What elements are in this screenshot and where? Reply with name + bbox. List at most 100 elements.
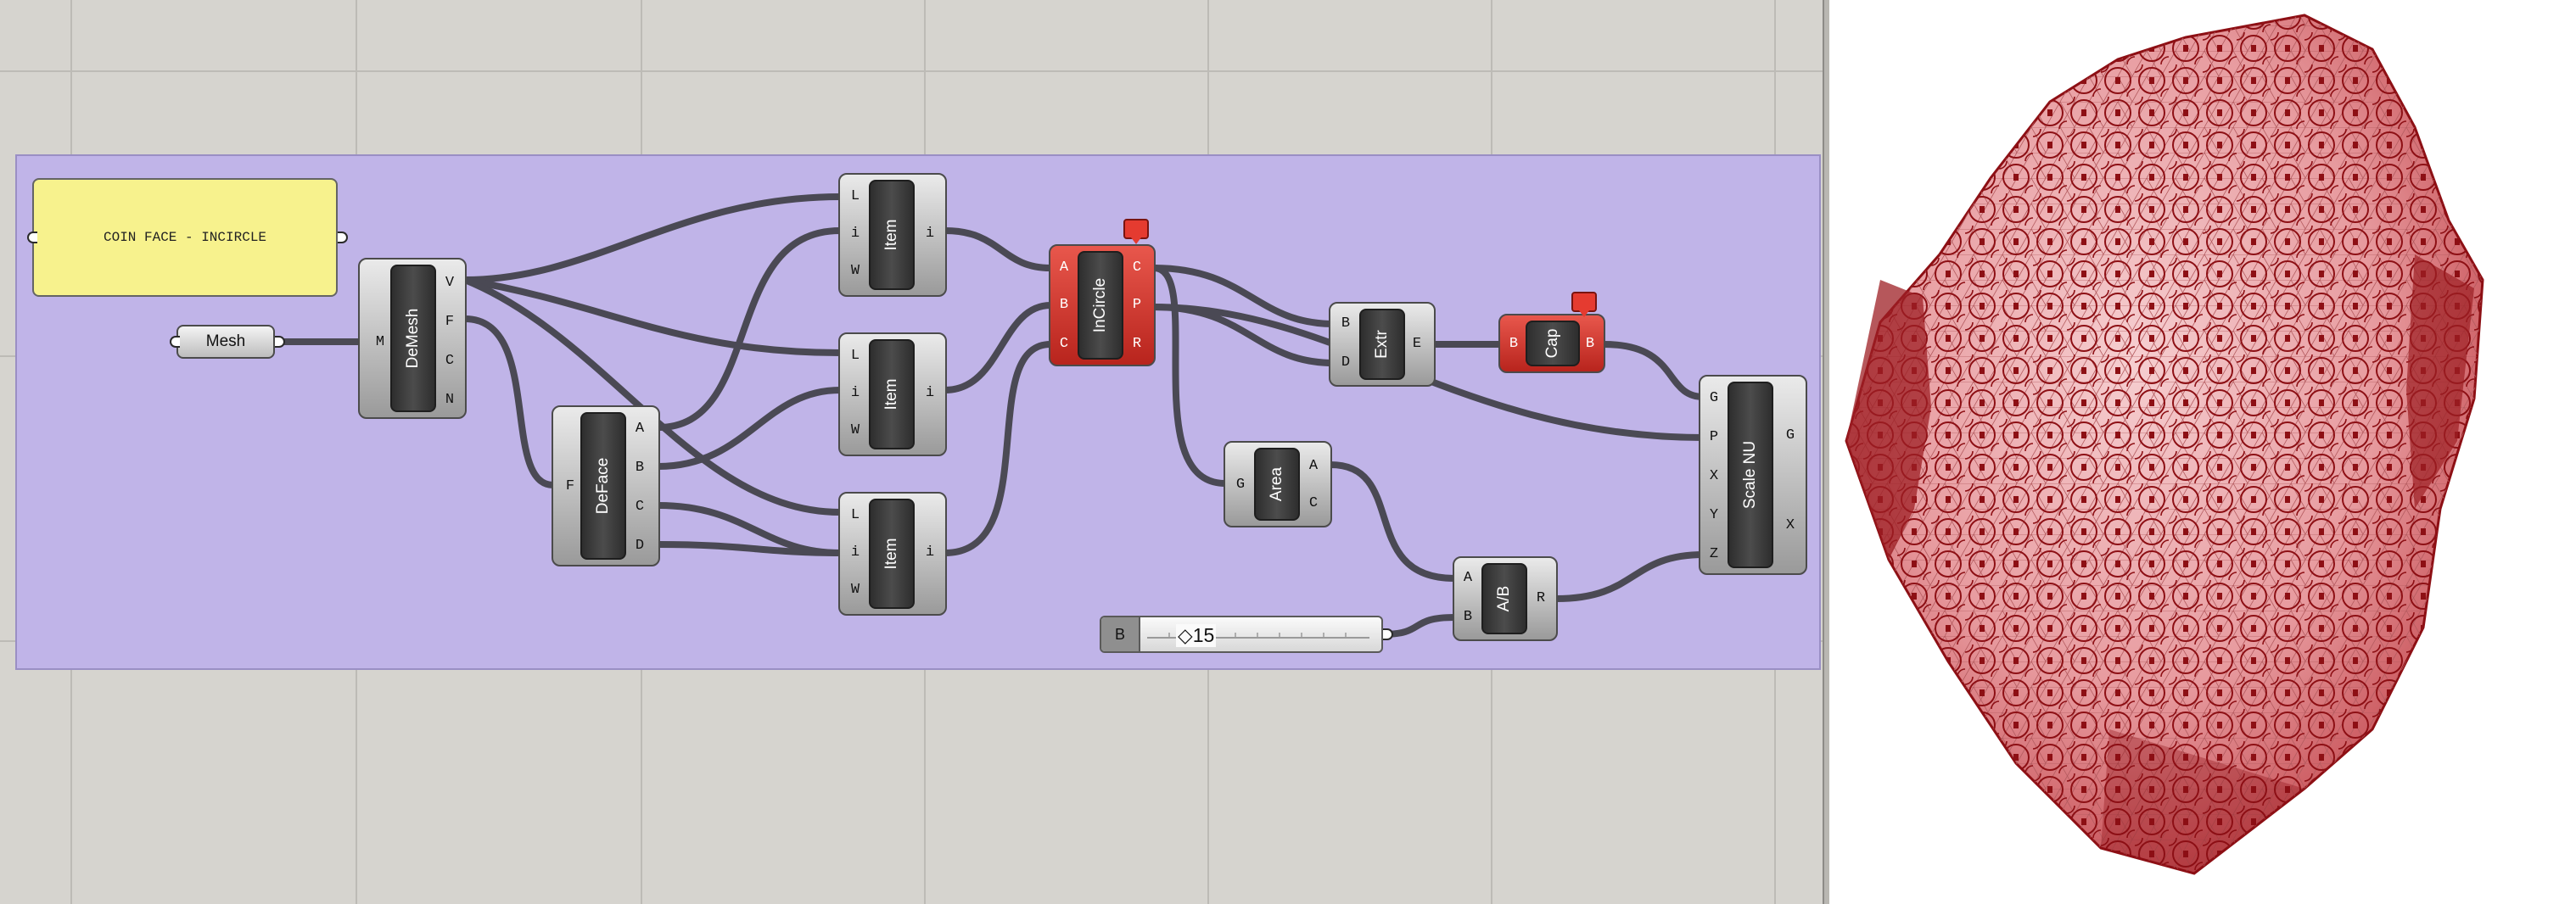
- demesh-output-n[interactable]: N: [445, 392, 455, 408]
- area-input-g[interactable]: G: [1235, 477, 1246, 493]
- item2-output-i[interactable]: i: [925, 385, 935, 401]
- item-component-2[interactable]: L i W Item i: [838, 332, 947, 456]
- extr-input-d[interactable]: D: [1341, 354, 1351, 371]
- incircle-component[interactable]: A B C InCircle C P R: [1049, 244, 1156, 366]
- rhino-viewport[interactable]: [1829, 0, 2576, 904]
- item2-core[interactable]: Item: [869, 339, 915, 449]
- item2-input-l[interactable]: L: [850, 348, 860, 364]
- incircle-input-b[interactable]: B: [1059, 297, 1069, 313]
- scale-input-x[interactable]: X: [1709, 468, 1719, 484]
- divide-input-a[interactable]: A: [1463, 570, 1473, 586]
- demesh-output-v[interactable]: V: [445, 275, 455, 291]
- viewport-splitter[interactable]: [1823, 0, 1829, 904]
- item2-input-w[interactable]: W: [850, 422, 860, 438]
- scale-nu-component[interactable]: G P X Y Z Scale NU G X: [1699, 375, 1807, 575]
- incircle-label: InCircle: [1091, 277, 1109, 333]
- deface-output-b[interactable]: B: [635, 460, 645, 476]
- slider-value[interactable]: ◇15: [1176, 624, 1217, 647]
- item1-label: Item: [882, 219, 900, 251]
- incircle-warning-flag-icon[interactable]: [1123, 219, 1149, 244]
- mesh-input-grip[interactable]: [170, 336, 180, 348]
- item3-input-l[interactable]: L: [850, 507, 860, 523]
- area-output-c[interactable]: C: [1308, 495, 1319, 511]
- item3-input-w[interactable]: W: [850, 582, 860, 598]
- cap-label: Cap: [1543, 328, 1561, 359]
- incircle-output-c[interactable]: C: [1132, 259, 1142, 276]
- mesh-ear-right: [2406, 254, 2474, 509]
- item1-input-w[interactable]: W: [850, 263, 860, 279]
- scale-output-x[interactable]: X: [1785, 517, 1795, 533]
- scale-core[interactable]: Scale NU: [1728, 382, 1773, 568]
- area-label: Area: [1268, 466, 1285, 502]
- slider-name: B: [1101, 617, 1140, 651]
- demesh-output-f[interactable]: F: [445, 314, 455, 330]
- demesh-core[interactable]: DeMesh: [390, 265, 436, 412]
- demesh-output-c[interactable]: C: [445, 353, 455, 369]
- incircle-input-c[interactable]: C: [1059, 336, 1069, 352]
- area-core[interactable]: Area: [1254, 448, 1300, 521]
- mesh-param[interactable]: Mesh: [176, 325, 275, 359]
- scale-input-p[interactable]: P: [1709, 429, 1719, 445]
- area-component[interactable]: G Area A C: [1224, 441, 1332, 527]
- item2-label: Item: [882, 378, 900, 410]
- demesh-component[interactable]: M DeMesh V F C N: [358, 258, 467, 419]
- deface-label: DeFace: [594, 457, 612, 515]
- demesh-label: DeMesh: [404, 308, 422, 369]
- mesh-param-label: Mesh: [205, 332, 246, 350]
- mesh-chin-shadow: [2101, 729, 2304, 873]
- panel-output-grip[interactable]: [338, 232, 348, 243]
- scale-input-y[interactable]: Y: [1709, 507, 1719, 523]
- grasshopper-canvas[interactable]: COIN FACE - INCIRCLE Mesh M DeMesh V F C…: [0, 0, 1829, 904]
- cap-input-b[interactable]: B: [1509, 336, 1519, 352]
- item1-core[interactable]: Item: [869, 180, 915, 290]
- incircle-input-a[interactable]: A: [1059, 259, 1069, 276]
- extr-core[interactable]: Extr: [1359, 309, 1405, 380]
- deface-component[interactable]: F DeFace A B C D: [552, 405, 660, 566]
- scale-output-g[interactable]: G: [1785, 427, 1795, 444]
- scale-input-z[interactable]: Z: [1709, 546, 1719, 562]
- item3-core[interactable]: Item: [869, 499, 915, 609]
- item-component-3[interactable]: L i W Item i: [838, 492, 947, 616]
- item2-input-i[interactable]: i: [850, 385, 860, 401]
- number-slider[interactable]: B ◇15: [1100, 616, 1383, 653]
- divide-input-b[interactable]: B: [1463, 609, 1473, 625]
- note-panel-text: COIN FACE - INCIRCLE: [103, 230, 267, 245]
- incircle-output-p[interactable]: P: [1132, 297, 1142, 313]
- cap-core[interactable]: Cap: [1526, 321, 1580, 366]
- item1-output-i[interactable]: i: [925, 226, 935, 242]
- item3-label: Item: [882, 538, 900, 570]
- divide-output-r[interactable]: R: [1536, 590, 1546, 606]
- item1-input-l[interactable]: L: [850, 188, 860, 204]
- area-output-a[interactable]: A: [1308, 458, 1319, 474]
- demesh-input-m[interactable]: M: [375, 334, 385, 350]
- note-panel[interactable]: COIN FACE - INCIRCLE: [32, 178, 338, 297]
- item3-output-i[interactable]: i: [925, 544, 935, 561]
- incircle-core[interactable]: InCircle: [1078, 251, 1123, 360]
- extr-output-e[interactable]: E: [1412, 336, 1422, 352]
- item3-input-i[interactable]: i: [850, 544, 860, 561]
- deface-input-f[interactable]: F: [565, 478, 575, 494]
- extr-input-b[interactable]: B: [1341, 315, 1351, 332]
- extrude-component[interactable]: B D Extr E: [1329, 302, 1436, 387]
- scale-label: Scale NU: [1741, 440, 1759, 510]
- item1-input-i[interactable]: i: [850, 226, 860, 242]
- cap-component[interactable]: B Cap B: [1498, 314, 1605, 373]
- deface-output-c[interactable]: C: [635, 499, 645, 515]
- slider-output-grip[interactable]: [1383, 628, 1393, 640]
- deface-output-a[interactable]: A: [635, 421, 645, 437]
- cap-warning-flag-icon[interactable]: [1571, 292, 1597, 317]
- scale-input-g[interactable]: G: [1709, 390, 1719, 406]
- deface-output-d[interactable]: D: [635, 538, 645, 554]
- divide-component[interactable]: A B A/B R: [1453, 556, 1558, 641]
- deface-core[interactable]: DeFace: [580, 412, 626, 560]
- mesh-output-grip[interactable]: [275, 336, 285, 348]
- divide-core[interactable]: A/B: [1481, 563, 1527, 634]
- mesh-ear-left: [1846, 280, 1931, 560]
- panel-input-grip[interactable]: [27, 232, 37, 243]
- incircle-output-r[interactable]: R: [1132, 336, 1142, 352]
- divide-label: A/B: [1495, 585, 1513, 612]
- item-component-1[interactable]: L i W Item i: [838, 173, 947, 297]
- extr-label: Extr: [1373, 330, 1391, 359]
- cap-output-b[interactable]: B: [1585, 336, 1595, 352]
- mesh-head-render: [1845, 14, 2484, 875]
